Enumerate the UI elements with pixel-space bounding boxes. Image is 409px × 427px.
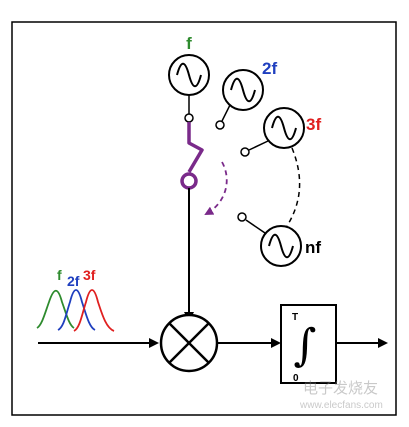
integral-symbol: ∫ [294, 320, 317, 371]
switch-pivot [180, 172, 198, 190]
oscillator-2f-label: 2f [262, 59, 277, 78]
oscillator-2f-lead [221, 104, 231, 122]
switch-contact-nf [237, 212, 247, 222]
integrator: T ∫ 0 [280, 304, 337, 384]
sine-wave-icon [271, 115, 297, 141]
oscillator-f: f [168, 34, 210, 123]
oscillator-3f-lead [248, 140, 269, 151]
multiply-icon-stroke-2 [168, 322, 210, 364]
switch-arm [187, 122, 204, 173]
integrator-lower-limit: 0 [293, 373, 299, 384]
oscillator-nf: nf [237, 212, 321, 267]
oscillator-3f: 3f [240, 107, 321, 157]
switch-contact-f [184, 113, 194, 123]
spectrum-label-3f: 3f [83, 267, 96, 283]
sine-wave-icon [176, 62, 202, 88]
outer-frame [11, 21, 397, 416]
sine-wave-icon [230, 77, 256, 103]
mixer [159, 313, 219, 373]
spectrum-label-2f: 2f [67, 273, 80, 289]
sine-wave-icon [268, 233, 294, 259]
watermark-url: www.elecfans.com [299, 400, 383, 411]
oscillator-nf-lead [245, 219, 266, 234]
watermark: 电子发烧友 www.elecfans.com [299, 380, 383, 411]
oscillator-f-label: f [186, 34, 192, 53]
spectrum-peak-2f [57, 289, 96, 331]
rotation-arrow [204, 161, 228, 215]
spectrum-peak-3f [73, 289, 115, 332]
watermark-cn: 电子发烧友 [303, 380, 378, 397]
switch-contact-2f [215, 120, 225, 130]
input-spectrum: f 2f 3f [36, 267, 115, 332]
selector-switch [180, 122, 228, 215]
oscillator-2f: 2f [215, 59, 277, 130]
integrator-upper-limit: T [292, 312, 298, 323]
switch-contact-3f [240, 147, 250, 157]
oscillator-3f-label: 3f [306, 115, 321, 134]
dashed-continuation [286, 147, 301, 227]
spectrum-peak-f [36, 289, 75, 329]
spectrum-label-f: f [57, 267, 62, 283]
oscillator-nf-label: nf [305, 238, 321, 257]
